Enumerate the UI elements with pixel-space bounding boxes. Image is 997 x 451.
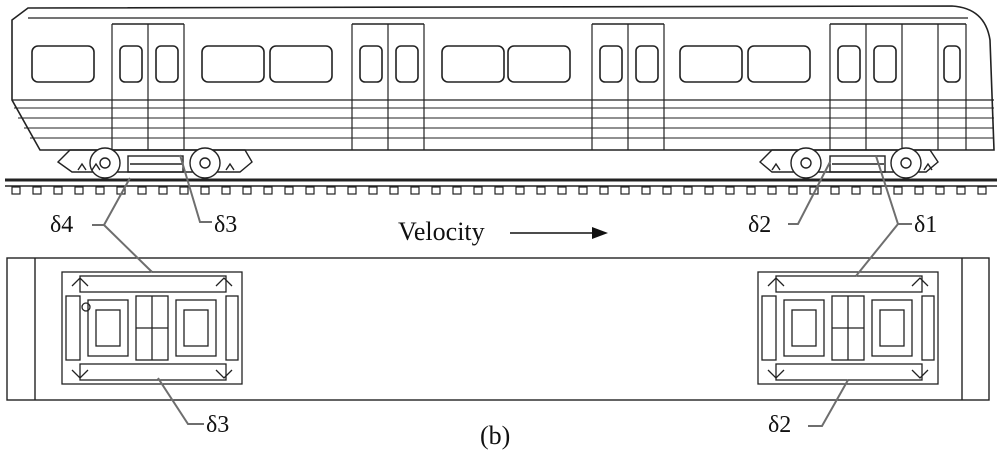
leader-delta4-lower <box>103 224 153 273</box>
bogie-side-right <box>758 147 939 179</box>
track-sleeper <box>956 186 966 195</box>
track-sleeper <box>53 186 63 195</box>
bogie-plan-left <box>61 271 243 385</box>
track-sleeper <box>137 186 147 195</box>
track-sleeper <box>578 186 588 195</box>
track-sleeper <box>683 186 693 195</box>
track-sleeper <box>452 186 462 195</box>
track-sleeper <box>620 186 630 195</box>
track-sleeper <box>284 186 294 195</box>
track-sleeper <box>830 186 840 195</box>
bogie-side-left <box>56 147 253 179</box>
track-sleeper <box>851 186 861 195</box>
track-sleeper <box>263 186 273 195</box>
leader-delta1-lower <box>855 223 899 277</box>
track-sleeper <box>557 186 567 195</box>
track-sleeper <box>914 186 924 195</box>
track-sleeper <box>599 186 609 195</box>
label-delta2-top: δ2 <box>748 212 771 238</box>
track-sleeper <box>704 186 714 195</box>
track-sleeper <box>662 186 672 195</box>
track-sleeper <box>158 186 168 195</box>
track-sleeper <box>368 186 378 195</box>
track-sleeper <box>473 186 483 195</box>
train-car-body <box>11 5 995 151</box>
track-sleeper <box>725 186 735 195</box>
track-sleeper <box>746 186 756 195</box>
track-sleeper <box>95 186 105 195</box>
track-sleeper <box>788 186 798 195</box>
track-sleeper <box>893 186 903 195</box>
track-sleeper <box>242 186 252 195</box>
leader-delta2-top <box>788 161 831 225</box>
track-sleeper <box>410 186 420 195</box>
track-sleeper <box>872 186 882 195</box>
track-sleeper <box>431 186 441 195</box>
leader-delta2-bottom <box>808 379 849 427</box>
label-velocity: Velocity <box>398 217 485 246</box>
label-delta1: δ1 <box>914 212 937 238</box>
track-sleeper <box>515 186 525 195</box>
track-sleeper <box>767 186 777 195</box>
track-sleeper <box>389 186 399 195</box>
velocity-arrow <box>510 227 608 239</box>
rail-track <box>5 178 997 195</box>
leader-delta4 <box>92 177 131 226</box>
track-sleeper <box>935 186 945 195</box>
track-sleeper <box>536 186 546 195</box>
label-delta3-top: δ3 <box>214 212 237 238</box>
track-sleeper <box>347 186 357 195</box>
track-sleeper <box>32 186 42 195</box>
bogie-plan-right <box>757 271 939 385</box>
leader-delta3-bottom <box>157 377 204 425</box>
track-sleeper <box>74 186 84 195</box>
leader-lines <box>92 154 912 427</box>
label-delta3-bottom: δ3 <box>206 412 229 438</box>
caption: (b) <box>480 421 510 450</box>
label-delta2-bottom: δ2 <box>768 412 791 438</box>
track-sleeper <box>200 186 210 195</box>
track-sleeper <box>305 186 315 195</box>
track-sleeper <box>977 186 987 195</box>
label-delta4: δ4 <box>50 212 73 238</box>
leader-delta3-top <box>179 154 212 223</box>
track-sleeper <box>494 186 504 195</box>
track-sleeper <box>11 186 21 195</box>
track-sleeper <box>641 186 651 195</box>
track-sleeper <box>221 186 231 195</box>
track-sleeper <box>179 186 189 195</box>
track-sleeper <box>326 186 336 195</box>
